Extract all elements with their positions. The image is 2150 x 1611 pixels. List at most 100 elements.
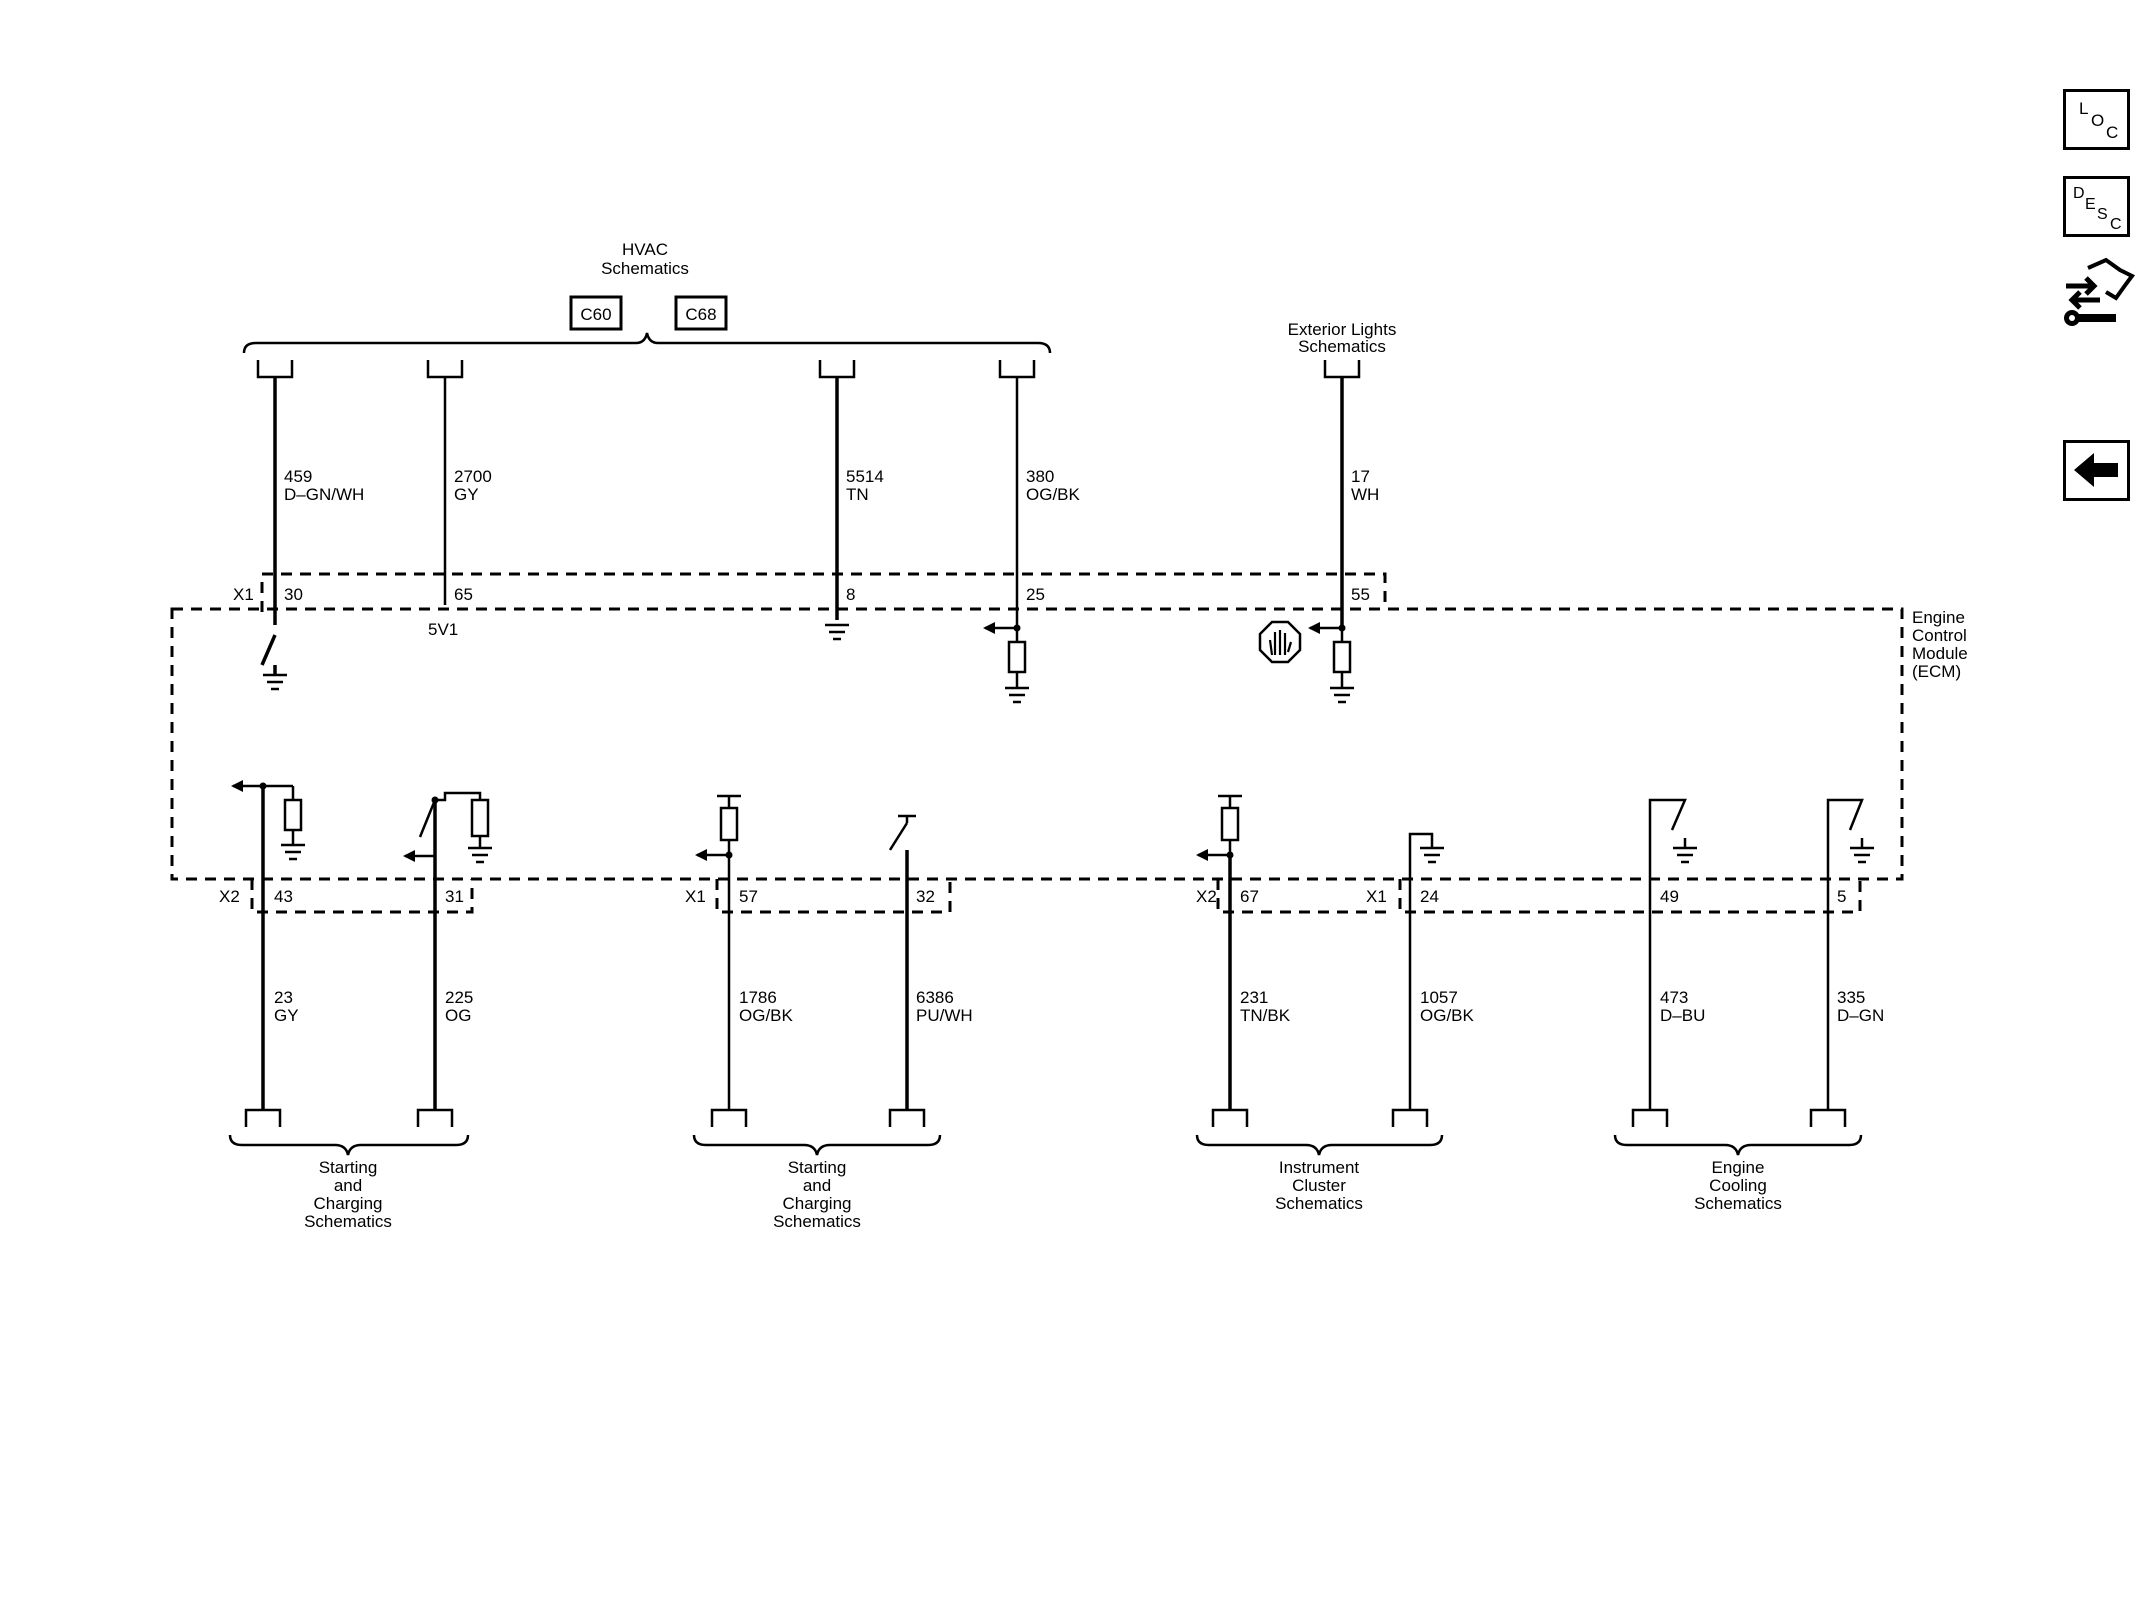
loc-letter-c: C <box>2106 123 2118 142</box>
terminal-bottom-231 <box>1211 1108 1249 1127</box>
pin-25: 25 <box>1026 585 1045 604</box>
terminal-bottom-225 <box>416 1108 454 1127</box>
back-arrow-icon[interactable] <box>2063 440 2130 501</box>
desc-letter-s: S <box>2097 206 2108 223</box>
pin-5: 5 <box>1837 887 1846 906</box>
conn-67: X2 <box>1196 887 1217 906</box>
color-6386: PU/WH <box>916 1006 973 1025</box>
pin-55: 55 <box>1351 585 1370 604</box>
loc-icon[interactable]: L O C <box>2063 89 2130 150</box>
pin-30: 30 <box>284 585 303 604</box>
color-17: WH <box>1351 485 1379 504</box>
color-231: TN/BK <box>1240 1006 1291 1025</box>
pulldown-380 <box>983 622 1029 704</box>
pin-24: 24 <box>1420 887 1439 906</box>
terminal-top-5514 <box>818 360 856 379</box>
back-arrow-graphic <box>2074 453 2118 487</box>
hvac-brace <box>242 332 1052 354</box>
ground-5514 <box>825 623 849 641</box>
module-label-line3: Module <box>1912 644 1968 663</box>
group1-line2: and <box>334 1176 362 1195</box>
module-label-line1: Engine <box>1912 608 1965 627</box>
circuit-473: 473 <box>1660 988 1688 1007</box>
x1-top-connector-box <box>260 572 1387 612</box>
group3-line2: Cluster <box>1292 1176 1346 1195</box>
desc-letter-c: C <box>2110 216 2122 233</box>
group2-line4: Schematics <box>773 1212 861 1231</box>
desc-icon-graphic: D E S C <box>2073 185 2122 233</box>
group4-line3: Schematics <box>1694 1194 1782 1213</box>
terminal-bottom-1057 <box>1391 1108 1429 1127</box>
desc-letter-e: E <box>2085 196 2096 213</box>
pulldown-43 <box>231 780 305 861</box>
hvac-title-line2: Schematics <box>601 259 689 278</box>
terminal-bottom-23 <box>244 1108 282 1127</box>
circuit-17: 17 <box>1351 467 1370 486</box>
loc-icon-graphic: L O C <box>2079 99 2118 142</box>
switch-32 <box>888 814 916 851</box>
pulldown-17 <box>1308 622 1354 704</box>
group4-line1: Engine <box>1712 1158 1765 1177</box>
pin-31: 31 <box>445 887 464 906</box>
brace-starting-charging-1 <box>228 1134 470 1156</box>
group2-line1: Starting <box>788 1158 847 1177</box>
group2-line3: Charging <box>783 1194 852 1213</box>
terminal-bottom-473 <box>1631 1108 1669 1127</box>
pullup-67 <box>1196 794 1242 861</box>
terminal-bottom-6386 <box>888 1108 926 1127</box>
conn-24: X1 <box>1366 887 1387 906</box>
circuit-1057: 1057 <box>1420 988 1458 1007</box>
pin-8: 8 <box>846 585 855 604</box>
group3-line3: Schematics <box>1275 1194 1363 1213</box>
terminal-bottom-335 <box>1809 1108 1847 1127</box>
pin-65: 65 <box>454 585 473 604</box>
connector-tool-graphic <box>2064 257 2136 326</box>
loc-letter-l: L <box>2079 99 2088 118</box>
color-225: OG <box>445 1006 471 1025</box>
connector-c60-label[interactable]: C60 <box>580 305 611 324</box>
group1-line4: Schematics <box>304 1212 392 1231</box>
connector-c60-box[interactable] <box>569 295 623 331</box>
circuit-2700: 2700 <box>454 467 492 486</box>
pin-49: 49 <box>1660 887 1679 906</box>
terminal-top-380 <box>998 360 1036 379</box>
brace-starting-charging-2 <box>692 1134 942 1156</box>
circuit-335: 335 <box>1837 988 1865 1007</box>
group1-line3: Charging <box>314 1194 383 1213</box>
group1-line1: Starting <box>319 1158 378 1177</box>
x1-top-label: X1 <box>233 585 254 604</box>
connector-c68-label[interactable]: C68 <box>685 305 716 324</box>
desc-letter-d: D <box>2073 185 2085 202</box>
connector-tool-icon[interactable] <box>2060 256 2136 336</box>
circuit-225: 225 <box>445 988 473 1007</box>
desc-icon[interactable]: D E S C <box>2063 176 2130 237</box>
color-1786: OG/BK <box>739 1006 794 1025</box>
color-335: D–GN <box>1837 1006 1884 1025</box>
pin-67: 67 <box>1240 887 1259 906</box>
circuit-6386: 6386 <box>916 988 954 1007</box>
pin-32: 32 <box>916 887 935 906</box>
x2-connector-box-2 <box>1216 879 1390 914</box>
terminal-top-2700 <box>426 360 464 379</box>
conn-57: X1 <box>685 887 706 906</box>
color-459: D–GN/WH <box>284 485 364 504</box>
circuit-380: 380 <box>1026 467 1054 486</box>
stop-hand-icon <box>1258 620 1302 664</box>
circuit-23: 23 <box>274 988 293 1007</box>
color-1057: OG/BK <box>1420 1006 1475 1025</box>
brace-engine-cooling <box>1613 1134 1863 1156</box>
sensor-ref-5v1: 5V1 <box>428 620 458 639</box>
switch-5 <box>1826 798 1874 878</box>
circuit-231: 231 <box>1240 988 1268 1007</box>
connector-c68-box[interactable] <box>674 295 728 331</box>
conn-43: X2 <box>219 887 240 906</box>
group4-line2: Cooling <box>1709 1176 1767 1195</box>
pin-57: 57 <box>739 887 758 906</box>
color-473: D–BU <box>1660 1006 1705 1025</box>
pullup-57 <box>695 794 741 861</box>
hvac-title-line1: HVAC <box>622 240 668 259</box>
group2-line2: and <box>803 1176 831 1195</box>
switch-31 <box>403 791 492 864</box>
module-label-line2: Control <box>1912 626 1967 645</box>
